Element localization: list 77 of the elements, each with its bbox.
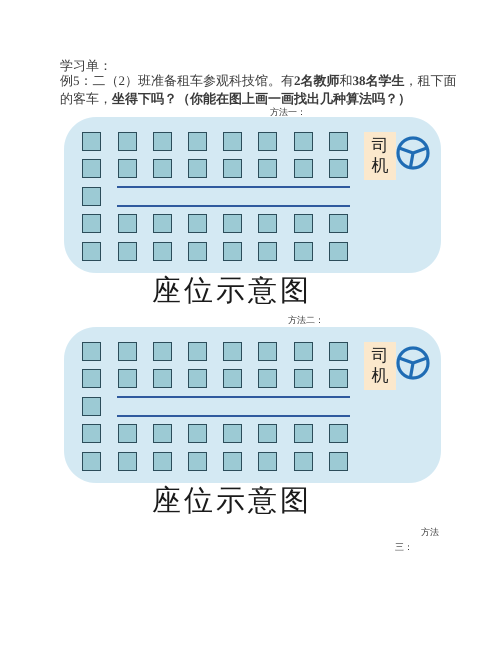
seat: [153, 369, 172, 388]
seat: [118, 132, 137, 151]
seat: [294, 342, 313, 361]
seat: [223, 369, 242, 388]
seat: [258, 424, 277, 443]
seat: [82, 342, 101, 361]
seat: [118, 369, 137, 388]
seat: [258, 452, 277, 471]
seat: [153, 242, 172, 261]
bus-outline: [64, 327, 441, 483]
seat: [258, 214, 277, 233]
seat: [329, 342, 348, 361]
seat: [223, 342, 242, 361]
method-label: 方法三：: [395, 526, 440, 554]
seat: [82, 242, 101, 261]
seat: [153, 424, 172, 443]
seat: [329, 132, 348, 151]
seat: [153, 214, 172, 233]
seat: [294, 159, 313, 178]
seat: [188, 369, 207, 388]
driver-sign: 司机: [364, 132, 396, 180]
seat: [82, 159, 101, 178]
seat: [188, 159, 207, 178]
seat: [188, 452, 207, 471]
seat: [188, 132, 207, 151]
method-label: 方法二：: [288, 315, 324, 326]
seat: [118, 214, 137, 233]
seat: [294, 452, 313, 471]
seat: [153, 342, 172, 361]
seat: [153, 159, 172, 178]
seat: [82, 132, 101, 151]
seat: [82, 187, 101, 206]
seat: [153, 132, 172, 151]
seat: [188, 342, 207, 361]
diagram-caption: 座位示意图: [152, 274, 312, 308]
seat: [223, 159, 242, 178]
seat: [294, 132, 313, 151]
seat: [329, 452, 348, 471]
seat: [118, 159, 137, 178]
seat: [258, 242, 277, 261]
seat: [329, 242, 348, 261]
seat: [118, 342, 137, 361]
bus-outline: [64, 117, 441, 273]
seat: [188, 214, 207, 233]
seat: [118, 452, 137, 471]
seat: [82, 214, 101, 233]
seat: [258, 369, 277, 388]
seat: [118, 424, 137, 443]
seat: [258, 132, 277, 151]
driver-sign: 司机: [364, 342, 396, 390]
seat: [258, 159, 277, 178]
seat: [294, 214, 313, 233]
seat: [82, 452, 101, 471]
seat: [82, 424, 101, 443]
diagram-caption: 座位示意图: [152, 484, 312, 518]
seat: [329, 159, 348, 178]
seat: [82, 397, 101, 416]
seat: [223, 242, 242, 261]
seat: [223, 132, 242, 151]
seat: [294, 369, 313, 388]
seat: [329, 369, 348, 388]
seat: [258, 342, 277, 361]
seat: [118, 242, 137, 261]
seat: [153, 452, 172, 471]
seat: [329, 424, 348, 443]
seat: [188, 424, 207, 443]
seat: [188, 242, 207, 261]
method-label: 方法一：: [270, 107, 306, 118]
seat: [329, 214, 348, 233]
question-text: 例5：二（2）班准备租车参观科技馆。有2名教师和38名学生，租下面的客车，坐得下吗？（你能在图上画一画找出几种算法吗？）: [60, 72, 458, 107]
seat: [82, 369, 101, 388]
seat: [223, 424, 242, 443]
seat: [223, 214, 242, 233]
seat: [294, 242, 313, 261]
seat: [223, 452, 242, 471]
seat: [294, 424, 313, 443]
worksheet-heading: 学习单：: [60, 57, 112, 74]
